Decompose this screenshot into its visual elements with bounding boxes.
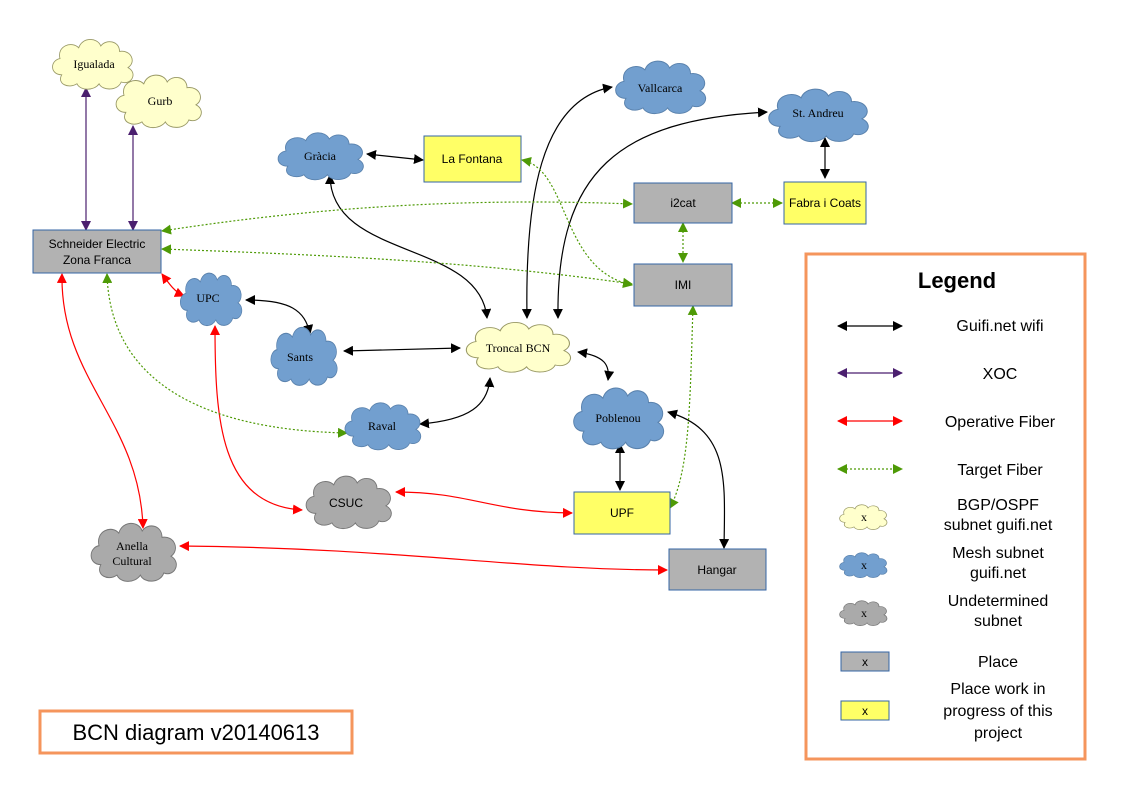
fiber-link-anella-hangar bbox=[179, 541, 668, 575]
node-schneider-electric: Schneider Electric Zona Franca bbox=[32, 229, 162, 274]
wifi-link-poblenou-hangar bbox=[667, 409, 730, 549]
legend-wip-label-1: Place work in bbox=[950, 681, 1045, 698]
target-fiber-link-imi-upf bbox=[669, 305, 698, 509]
legend-bgp-mark: x bbox=[861, 510, 867, 524]
legend-place-label: Place bbox=[978, 654, 1018, 671]
legend-item-bgp-subnet: x BGP/OSPF subnet guifi.net bbox=[839, 497, 1053, 534]
node-raval: Raval bbox=[344, 402, 422, 451]
target-fiber-link-schneider-raval bbox=[102, 273, 348, 438]
node-csuc: CSUC bbox=[305, 475, 392, 530]
node-i2cat: i2cat bbox=[633, 182, 733, 224]
node-gurb-label: Gurb bbox=[148, 94, 173, 108]
node-poblenou: Poblenou bbox=[573, 387, 665, 450]
legend-item-target-fiber: Target Fiber bbox=[837, 462, 1043, 479]
node-schneider-label-2: Zona Franca bbox=[63, 253, 131, 267]
wifi-link-sants-troncal bbox=[343, 343, 461, 356]
node-gurb: Gurb bbox=[115, 74, 202, 129]
wifi-link-troncal-poblenou bbox=[577, 348, 615, 381]
node-vallcarca-label: Vallcarca bbox=[638, 81, 683, 95]
fiber-link-csuc-upf bbox=[395, 487, 573, 518]
node-imi-label: IMI bbox=[675, 278, 692, 292]
node-anella-cultural-label-2: Cultural bbox=[112, 554, 152, 568]
node-igualada-label: Igualada bbox=[73, 57, 115, 71]
node-anella-cultural-label-1: Anella bbox=[116, 539, 149, 553]
node-sants-label: Sants bbox=[287, 350, 313, 364]
target-fiber-link-schneider-imi bbox=[161, 244, 633, 288]
node-st-andreu: St. Andreu bbox=[768, 88, 869, 143]
node-csuc-label: CSUC bbox=[329, 496, 363, 510]
node-anella-cultural: Anella Cultural bbox=[90, 522, 177, 582]
node-gracia-label: Gràcia bbox=[304, 149, 337, 163]
node-upc-label: UPC bbox=[196, 291, 219, 305]
legend-item-work-in-progress: x Place work in progress of this project bbox=[840, 681, 1053, 742]
node-fabra-i-coats-label: Fabra i Coats bbox=[789, 196, 861, 210]
node-poblenou-label: Poblenou bbox=[595, 411, 640, 425]
legend-operative-fiber-label: Operative Fiber bbox=[945, 414, 1056, 431]
legend-mesh-mark: x bbox=[861, 558, 867, 572]
node-igualada: Igualada bbox=[52, 39, 134, 90]
legend: Legend Guifi.net wifi XOC Operative Fibe… bbox=[804, 252, 1087, 761]
legend-wip-label-2: progress of this bbox=[943, 703, 1052, 720]
node-la-fontana-label: La Fontana bbox=[442, 152, 503, 166]
diagram-title: BCN diagram v20140613 bbox=[72, 720, 319, 745]
legend-bgp-label-2: subnet guifi.net bbox=[944, 517, 1053, 534]
target-fiber-link-schneider-i2cat bbox=[161, 198, 633, 235]
legend-item-undetermined-subnet: x Undetermined subnet bbox=[839, 593, 1049, 630]
diagram-version-box: BCN diagram v20140613 bbox=[38, 709, 354, 755]
legend-place-mark: x bbox=[862, 655, 868, 669]
target-fiber-link-fontana-imi bbox=[521, 156, 633, 289]
legend-bgp-label-1: BGP/OSPF bbox=[957, 497, 1039, 514]
legend-wip-label-3: project bbox=[974, 725, 1023, 742]
node-imi: IMI bbox=[633, 263, 733, 307]
wifi-link-gracia-troncal bbox=[325, 174, 492, 319]
legend-wip-mark: x bbox=[862, 704, 868, 718]
legend-title: Legend bbox=[918, 268, 996, 293]
node-gracia: Gràcia bbox=[277, 132, 364, 181]
node-schneider-label-1: Schneider Electric bbox=[49, 237, 146, 251]
legend-mesh-label-1: Mesh subnet bbox=[952, 545, 1044, 562]
node-troncal-bcn: Troncal BCN bbox=[465, 321, 572, 373]
node-upf-label: UPF bbox=[610, 506, 634, 520]
legend-mesh-label-2: guifi.net bbox=[970, 565, 1027, 582]
legend-item-operative-fiber: Operative Fiber bbox=[837, 414, 1056, 431]
wifi-link-raval-troncal bbox=[419, 377, 495, 429]
node-st-andreu-label: St. Andreu bbox=[792, 106, 843, 120]
legend-item-wifi: Guifi.net wifi bbox=[837, 318, 1044, 335]
legend-item-place: x Place bbox=[840, 651, 1018, 672]
wifi-link-gracia-fontana bbox=[366, 149, 424, 165]
fiber-link-schneider-upc bbox=[161, 273, 185, 297]
fiber-link-schneider-anella bbox=[56, 273, 148, 529]
legend-item-mesh-subnet: x Mesh subnet guifi.net bbox=[839, 545, 1044, 582]
node-vallcarca: Vallcarca bbox=[615, 60, 707, 115]
legend-target-fiber-label: Target Fiber bbox=[957, 462, 1043, 479]
legend-undetermined-label-1: Undetermined bbox=[948, 593, 1049, 610]
legend-wifi-label: Guifi.net wifi bbox=[956, 318, 1043, 335]
node-hangar-label: Hangar bbox=[697, 563, 736, 577]
node-i2cat-label: i2cat bbox=[670, 196, 696, 210]
connections bbox=[56, 83, 830, 575]
node-troncal-bcn-label: Troncal BCN bbox=[486, 341, 551, 355]
node-upf: UPF bbox=[573, 491, 671, 535]
node-sants: Sants bbox=[270, 326, 338, 386]
legend-xoc-label: XOC bbox=[983, 366, 1018, 383]
legend-undetermined-mark: x bbox=[861, 606, 867, 620]
node-hangar: Hangar bbox=[668, 548, 767, 591]
node-raval-label: Raval bbox=[368, 419, 397, 433]
legend-undetermined-label-2: subnet bbox=[974, 613, 1023, 630]
legend-item-xoc: XOC bbox=[837, 366, 1018, 383]
node-fabra-i-coats: Fabra i Coats bbox=[783, 181, 867, 225]
node-upc: UPC bbox=[179, 272, 243, 327]
node-la-fontana: La Fontana bbox=[423, 135, 522, 183]
